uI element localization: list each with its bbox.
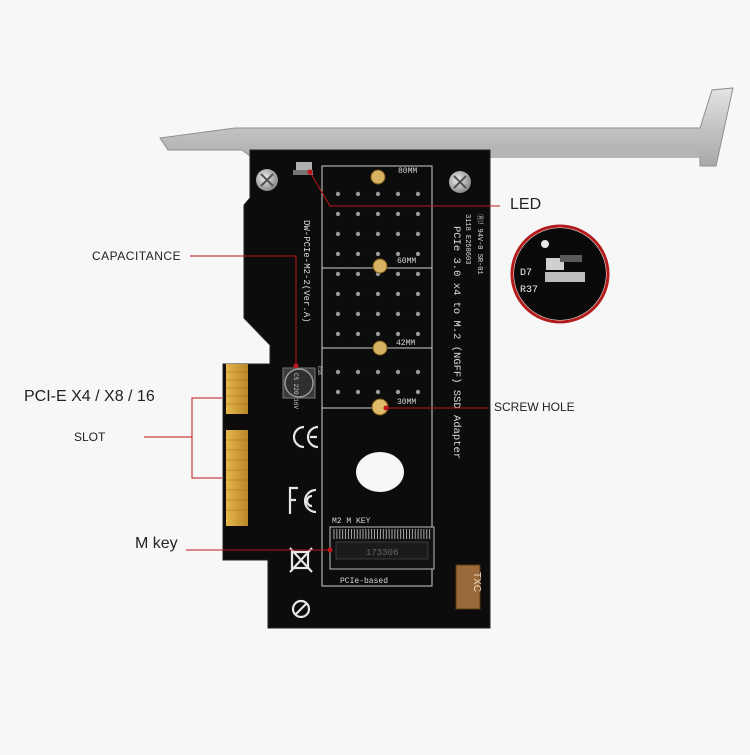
cert-line-2: 3118 E258603	[463, 214, 471, 264]
board-hole	[355, 331, 361, 337]
board-hole	[355, 369, 361, 375]
standoff-screws	[370, 169, 389, 416]
board-hole	[415, 231, 421, 237]
capacitor-marking: CS 220 16V	[292, 373, 299, 409]
txc-crystal: TXC	[455, 564, 482, 610]
slot-bracket-lines	[144, 397, 222, 479]
board-hole	[395, 271, 401, 277]
led-ref-r37: R37	[520, 285, 538, 296]
led-callout: LED	[510, 196, 542, 213]
board-hole	[375, 331, 381, 337]
fc-mark	[288, 486, 317, 514]
board-hole	[375, 231, 381, 237]
board-hole	[415, 191, 421, 197]
connector-code: 173306	[366, 548, 398, 558]
board-hole	[375, 251, 381, 257]
board-hole	[395, 369, 401, 375]
led-component	[293, 162, 313, 175]
board-hole	[335, 311, 341, 317]
board-hole	[335, 389, 341, 395]
board-hole	[415, 211, 421, 217]
board-hole	[375, 369, 381, 375]
board-hole	[395, 331, 401, 337]
board-hole	[335, 291, 341, 297]
board-hole	[355, 389, 361, 395]
board-hole	[395, 231, 401, 237]
ce-mark	[292, 425, 319, 449]
board-hole	[355, 311, 361, 317]
board-hole	[395, 291, 401, 297]
pcie-based-label: PCIe-based	[340, 577, 388, 586]
capacitance-callout: CAPACITANCE	[92, 249, 182, 263]
board-hole	[355, 251, 361, 257]
slot-length-marks: 80MM 60MM 42MM 30MM	[396, 167, 417, 407]
board-hole	[335, 271, 341, 277]
board-hole	[415, 311, 421, 317]
board-hole	[355, 291, 361, 297]
board-hole	[355, 271, 361, 277]
length-42mm: 42MM	[396, 339, 415, 348]
pcie-gold-fingers	[226, 364, 248, 526]
led-callout-line	[309, 171, 500, 207]
board-hole	[375, 211, 381, 217]
led-zoom-inset: D7 R37	[510, 224, 610, 324]
capacitor: CS 220 16V C36	[282, 366, 322, 409]
led-ref-d7: D7	[520, 268, 532, 279]
length-80mm: 80MM	[398, 167, 417, 176]
weee-mark	[289, 547, 313, 573]
bracket-screw-left	[256, 169, 278, 191]
m2-standoff-holes	[335, 191, 421, 395]
slot-callout: SLOT	[74, 430, 106, 444]
board-hole	[375, 191, 381, 197]
board-hole	[395, 211, 401, 217]
board-hole	[375, 311, 381, 317]
board-hole	[395, 311, 401, 317]
callout-lines	[186, 169, 500, 553]
txc-label: TXC	[471, 572, 482, 592]
board-hole	[335, 369, 341, 375]
m-key-callout: M key	[135, 535, 178, 552]
cert-line-1: Ⓡℐ 94V-0 SR-01	[475, 214, 484, 275]
pcie-callout: PCI-E X4 / X8 / 16	[24, 388, 155, 405]
mounting-cutout	[356, 452, 404, 492]
certification-marks	[288, 425, 319, 619]
board-hole	[335, 331, 341, 337]
board-hole	[395, 191, 401, 197]
rohs-mark	[291, 599, 311, 619]
board-hole	[355, 231, 361, 237]
capacitance-callout-line	[190, 255, 297, 364]
screw-hole-callout: SCREW HOLE	[494, 400, 575, 414]
board-hole	[415, 369, 421, 375]
board-hole	[375, 389, 381, 395]
length-60mm: 60MM	[397, 257, 416, 266]
capacitor-ref: C36	[316, 366, 322, 375]
board-hole	[335, 231, 341, 237]
board-hole	[395, 251, 401, 257]
length-30mm: 30MM	[397, 398, 416, 407]
m2-m-key-label: M2 M KEY	[332, 517, 371, 526]
board-hole	[355, 211, 361, 217]
board-hole	[415, 291, 421, 297]
board-hole	[415, 251, 421, 257]
product-text: PCIe 3.0 x4 to M.2 (NGFF) SSD Adapter	[450, 226, 462, 459]
bracket-screw-right	[449, 171, 471, 193]
board-hole	[415, 271, 421, 277]
board-hole	[415, 389, 421, 395]
board-hole	[395, 389, 401, 395]
model-text: DW-PCIe-M2-2(Ver.A)	[301, 220, 311, 323]
board-hole	[335, 191, 341, 197]
board-hole	[335, 251, 341, 257]
board-hole	[335, 211, 341, 217]
board-hole	[415, 331, 421, 337]
board-hole	[355, 191, 361, 197]
m2-connector: 173306	[329, 526, 435, 570]
board-hole	[375, 291, 381, 297]
